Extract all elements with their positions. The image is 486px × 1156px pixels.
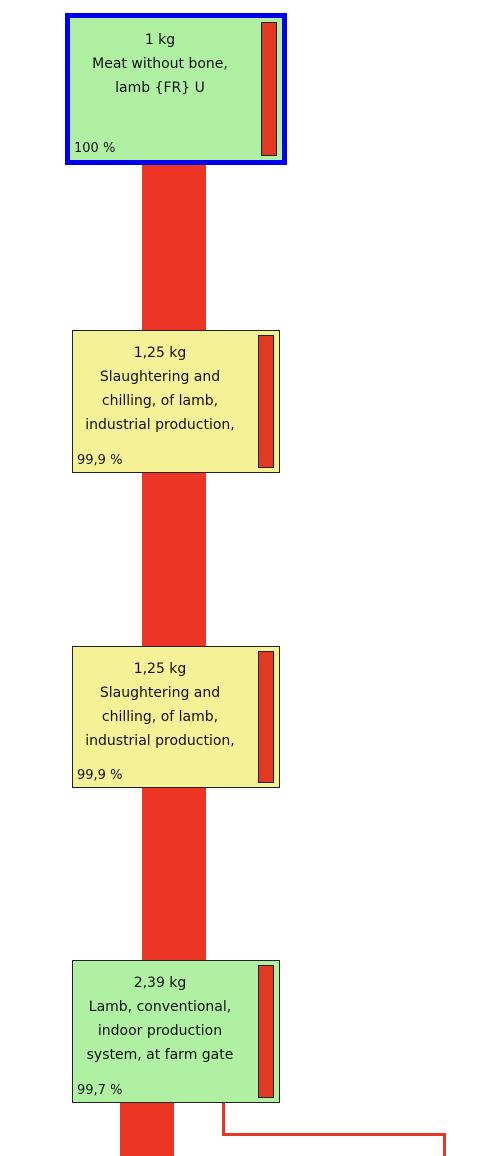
node-amount: 1 kg xyxy=(144,32,176,48)
node-name-line: Slaughtering and xyxy=(99,685,221,701)
node-name-line: indoor production xyxy=(97,1023,223,1039)
node-percent: 100 % xyxy=(74,141,116,156)
node-name-line: system, at farm gate xyxy=(86,1047,234,1063)
node-label: 1 kg Meat without bone, lamb {FR} U xyxy=(70,28,250,100)
process-node-lamb-farm-gate[interactable]: 2,39 kg Lamb, conventional, indoor produ… xyxy=(72,960,280,1103)
process-node-slaughtering-2[interactable]: 1,25 kg Slaughtering and chilling, of la… xyxy=(72,646,280,788)
flow-link-horizontal xyxy=(222,1133,446,1136)
contribution-bar xyxy=(258,651,274,783)
flow-link-vertical-b xyxy=(443,1133,446,1156)
node-amount: 1,25 kg xyxy=(133,345,187,361)
flow-band-4 xyxy=(120,1102,174,1156)
node-percent: 99,9 % xyxy=(77,768,123,783)
node-name-line: industrial production, xyxy=(85,733,235,749)
contribution-bar xyxy=(258,965,274,1098)
node-label: 2,39 kg Lamb, conventional, indoor produ… xyxy=(73,971,247,1067)
flow-band-2 xyxy=(142,472,206,648)
node-name-line: Lamb, conventional, xyxy=(88,999,232,1015)
node-name-line: industrial production, xyxy=(85,417,235,433)
node-amount: 1,25 kg xyxy=(133,661,187,677)
contribution-bar xyxy=(258,335,274,468)
node-name-line: chilling, of lamb, xyxy=(101,709,219,725)
node-amount: 2,39 kg xyxy=(133,975,187,991)
node-label: 1,25 kg Slaughtering and chilling, of la… xyxy=(73,341,247,437)
process-node-meat-without-bone[interactable]: 1 kg Meat without bone, lamb {FR} U 100 … xyxy=(65,13,287,165)
flow-band-1 xyxy=(142,160,206,332)
node-label: 1,25 kg Slaughtering and chilling, of la… xyxy=(73,657,247,753)
node-name-line: Meat without bone, xyxy=(92,56,228,72)
node-name-line: Slaughtering and xyxy=(99,369,221,385)
process-node-slaughtering-1[interactable]: 1,25 kg Slaughtering and chilling, of la… xyxy=(72,330,280,473)
node-name-line: lamb {FR} U xyxy=(115,80,205,96)
contribution-bar xyxy=(261,22,277,156)
flow-link-vertical-a xyxy=(222,1102,225,1136)
node-percent: 99,9 % xyxy=(77,453,123,468)
node-percent: 99,7 % xyxy=(77,1083,123,1098)
node-name-line: chilling, of lamb, xyxy=(101,393,219,409)
flow-band-3 xyxy=(142,786,206,962)
